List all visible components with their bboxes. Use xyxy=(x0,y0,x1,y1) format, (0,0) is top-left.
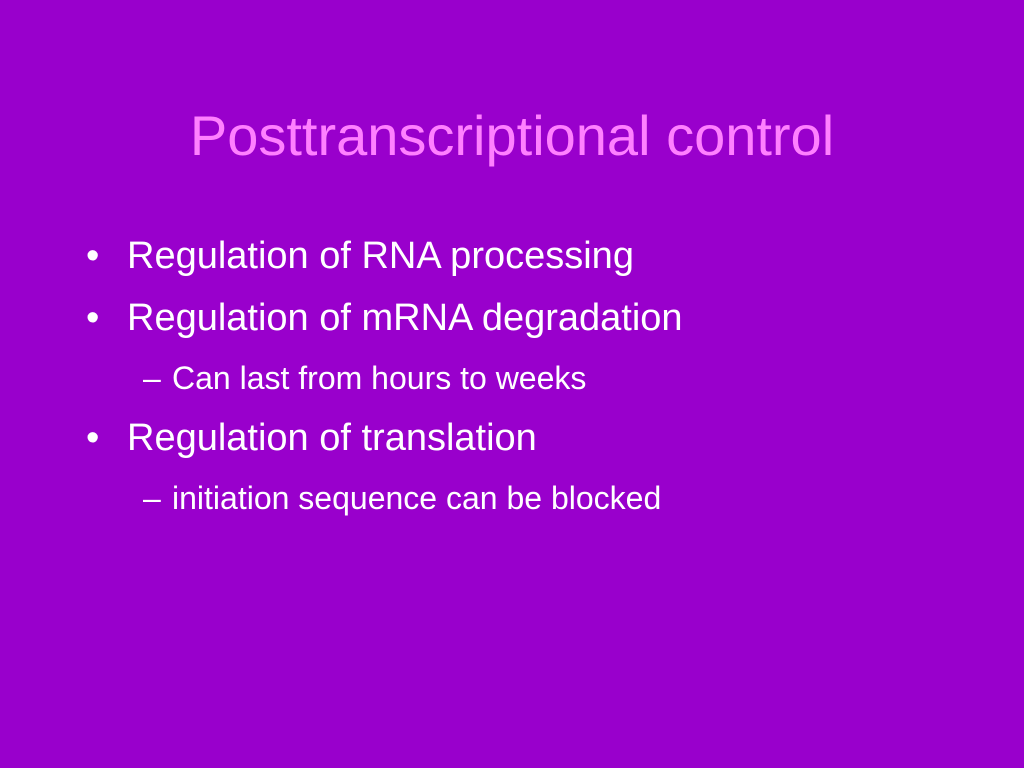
bullet-item-translation: • Regulation of translation xyxy=(0,407,1024,469)
sub-item-hours-to-weeks: – Can last from hours to weeks xyxy=(0,349,1024,407)
bullet-icon: • xyxy=(86,417,100,459)
bullet-text: Regulation of translation xyxy=(127,417,537,459)
bullet-item-rna-processing: • Regulation of RNA processing xyxy=(0,225,1024,287)
bullet-icon: • xyxy=(86,297,100,339)
bullet-text: Regulation of RNA processing xyxy=(127,235,634,277)
bullet-icon: • xyxy=(86,235,100,277)
dash-icon: – xyxy=(143,480,161,516)
slide-body-list: • Regulation of RNA processing • Regulat… xyxy=(0,225,1024,527)
sub-item-initiation-blocked: – initiation sequence can be blocked xyxy=(0,469,1024,527)
sub-item-text: Can last from hours to weeks xyxy=(172,360,587,396)
dash-icon: – xyxy=(143,360,161,396)
bullet-text: Regulation of mRNA degradation xyxy=(127,297,683,339)
bullet-item-mrna-degradation: • Regulation of mRNA degradation xyxy=(0,287,1024,349)
slide-title: Posttranscriptional control xyxy=(189,104,835,167)
sub-item-text: initiation sequence can be blocked xyxy=(172,480,662,516)
